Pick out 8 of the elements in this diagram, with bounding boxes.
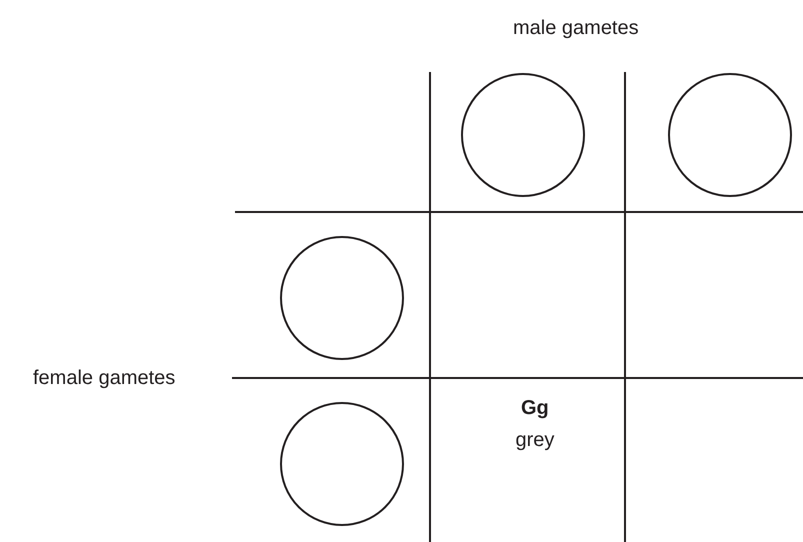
blank-circle	[280, 402, 404, 526]
blank-circle	[461, 73, 585, 197]
genotype-label: Gg	[521, 396, 549, 420]
blank-circle	[280, 236, 404, 360]
axis-heading: female gametes	[33, 366, 176, 390]
axis-heading: male gametes	[513, 16, 639, 40]
phenotype-label: grey	[516, 428, 554, 452]
blank-circle	[668, 73, 792, 197]
